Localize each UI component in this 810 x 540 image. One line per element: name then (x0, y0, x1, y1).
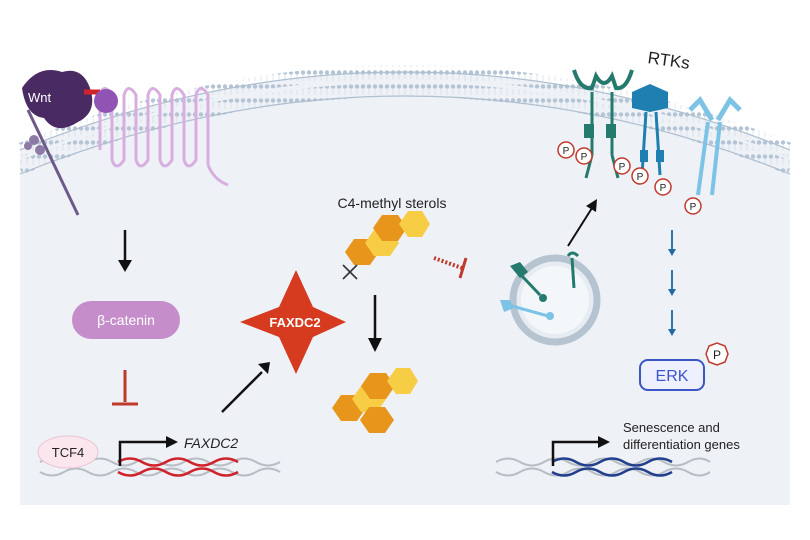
endocytic-vesicle (500, 251, 601, 346)
phospho-badge: P (684, 197, 702, 215)
c4-methyl-sterols-label: C4-methyl sterols (338, 195, 447, 211)
beta-catenin-node (72, 301, 180, 339)
cell-cytoplasm (20, 72, 790, 505)
arrow-wnt-to-betacatenin (118, 230, 132, 272)
rtk-receptor-blue (632, 84, 668, 176)
beta-catenin-label: β-catenin (97, 312, 155, 328)
promoter-arrow-senescence (551, 436, 610, 466)
signaling-cascade-arrows (668, 230, 676, 336)
rtk-receptor-light (688, 95, 742, 196)
wnt-ligand: Wnt (22, 70, 118, 129)
svg-text:P: P (713, 348, 721, 362)
svg-text:P: P (581, 152, 588, 163)
phospho-badge: P (654, 178, 672, 196)
rtks-label: RTKs (647, 48, 691, 73)
lrp-coreceptor (24, 109, 80, 216)
inhibition-betacatenin-tcf4 (112, 370, 138, 406)
promoter-arrow-faxdc2 (118, 436, 178, 466)
inhibition-sterols-rtk-trafficking (433, 256, 468, 279)
arrow-vesicle-to-membrane (567, 199, 597, 247)
dna-strand-right (495, 457, 711, 477)
cell-membrane (17, 65, 793, 175)
phospho-badge: P (613, 157, 631, 175)
senescence-label-line1: Senescence and (623, 420, 720, 435)
svg-text:P: P (619, 162, 626, 173)
phospho-badge: P (631, 167, 649, 185)
faxdc2-protein-star (240, 270, 346, 374)
svg-text:P: P (660, 183, 667, 194)
erk-node (639, 359, 705, 391)
demethylated-sterol-molecule (332, 368, 418, 433)
phospho-badge: P (557, 141, 575, 159)
c4-methyl-sterol-molecule (342, 211, 430, 280)
phospho-badge: P (575, 147, 593, 165)
vesicle-rtks (500, 251, 580, 320)
faxdc2-protein-label: FAXDC2 (269, 315, 320, 330)
svg-text:P: P (637, 172, 644, 183)
erk-phospho-badge: P (705, 342, 729, 366)
svg-text:P: P (563, 146, 570, 157)
svg-text:P: P (690, 202, 697, 213)
tcf4-node (37, 435, 99, 469)
wnt-label: Wnt (28, 90, 52, 105)
tcf4-label: TCF4 (52, 445, 85, 460)
erk-label: ERK (656, 368, 689, 385)
senescence-label-line2: differentiation genes (623, 437, 740, 452)
faxdc2-gene-label: FAXDC2 (184, 435, 238, 451)
arrow-sterol-conversion (368, 295, 382, 352)
arrow-gene-to-faxdc2 (221, 362, 270, 413)
frizzled-receptor (98, 87, 229, 187)
rtk-phospho-badges: P P P P P P (557, 141, 702, 215)
